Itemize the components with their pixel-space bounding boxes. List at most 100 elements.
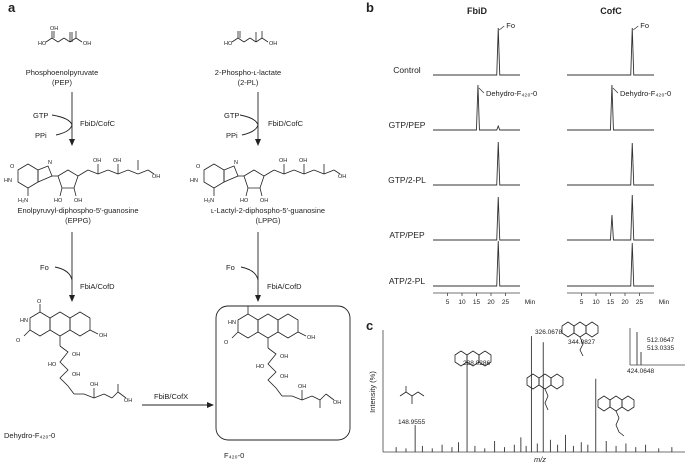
eppg-oh-end: OH	[152, 174, 160, 180]
fo-right: Fo	[226, 263, 235, 272]
dehydro-o-top: O	[37, 299, 42, 305]
eppg-ho: HO	[54, 198, 63, 204]
panel-b-letter: b	[366, 0, 374, 15]
f420-oh-1: OH	[280, 354, 288, 360]
f420-hn: HN	[228, 320, 236, 326]
f420-oh-ring: OH	[307, 335, 315, 341]
trace-cofc-1	[567, 84, 654, 131]
panel-c-letter: c	[366, 318, 373, 333]
fragment-344-structure	[561, 321, 599, 357]
eppg-abbr: (EPPG)	[65, 216, 91, 225]
pep-abbr: (PEP)	[52, 78, 73, 87]
time-tick-label-0-4: 25	[502, 299, 510, 306]
curved-arrow-gtp-left	[51, 114, 73, 136]
curved-arrow-fo-left	[54, 266, 73, 281]
time-tick-label-1-0: 5	[580, 299, 584, 306]
row-label-4: ATP/2-PL	[389, 276, 425, 286]
fo-left: Fo	[40, 263, 49, 272]
f420-p-oh: OH	[298, 384, 306, 390]
ms-label-148: 148.9555	[398, 419, 425, 426]
ms-label-344: 344.0827	[568, 339, 595, 346]
enzyme3: FbiB/CofX	[154, 392, 188, 401]
dehydro-oh-ring: OH	[99, 333, 107, 339]
time-tick-label-1-1: 10	[592, 299, 600, 306]
time-tick-label-1-4: 25	[636, 299, 644, 306]
pl-oh: OH	[269, 41, 277, 47]
panel-c: c Intensity (%) m/z 148.9555 228.0286 32…	[366, 318, 685, 464]
fo-leader-1	[633, 25, 639, 31]
eppg-o: O	[10, 164, 15, 170]
dehydro-o-left: O	[16, 338, 21, 344]
ppi-right: PPi	[226, 131, 238, 140]
arrowhead-lppg	[255, 295, 261, 302]
ppi-left: PPi	[35, 131, 47, 140]
lppg-o: O	[196, 164, 201, 170]
eppg-name: Enolpyruvyl-diphospho-5′-guanosine	[17, 206, 138, 215]
f420-structure	[231, 306, 335, 408]
trace-cofc-0	[567, 27, 654, 76]
trace-fbid-4	[433, 240, 520, 287]
lppg-ho: HO	[240, 198, 249, 204]
fragment-326-structure	[526, 373, 564, 411]
arrowhead-pl	[255, 139, 261, 146]
dehydro-peak-label-0: Dehydro-F₄₂₀-0	[486, 89, 537, 98]
row-label-0: Control	[393, 65, 421, 75]
dehydro-ho: HO	[48, 362, 57, 368]
trace-cofc-2	[567, 142, 654, 186]
time-tick-label-1-3: 20	[621, 299, 629, 306]
trace-fbid-2	[433, 141, 520, 186]
enzyme2-left: FbiA/CofD	[80, 282, 115, 291]
ms-label-512: 512.0647	[647, 337, 674, 344]
f420-ho: HO	[256, 364, 265, 370]
arrowhead-step3	[207, 402, 214, 408]
time-tick-label-0-2: 15	[473, 299, 481, 306]
eppg-oh: OH	[74, 198, 82, 204]
panel-a-letter: a	[8, 0, 16, 15]
time-unit-1: Min	[659, 299, 670, 306]
f420-oh-2: OH	[280, 374, 288, 380]
arrowhead-eppg	[69, 295, 75, 302]
gtp-left: GTP	[33, 111, 48, 120]
row-label-2: GTP/2-PL	[388, 175, 426, 185]
gtp-right: GTP	[224, 111, 239, 120]
f420-name: F₄₂₀-0	[224, 451, 244, 460]
pep-structure	[45, 31, 83, 43]
fo-peak-label-1: Fo	[640, 21, 649, 30]
column-fbid: FbiD	[467, 6, 487, 16]
lppg-hn: HN	[190, 178, 198, 184]
trace-fbid-1	[433, 84, 520, 131]
pep-oh: OH	[50, 26, 58, 32]
dehydro-oh-end: OH	[124, 398, 132, 404]
time-unit-0: Min	[525, 299, 536, 306]
dehydro-p-oh: OH	[90, 382, 98, 388]
trace-fbid-0	[433, 27, 520, 76]
row-label-3: ATP/PEP	[389, 230, 425, 240]
curved-arrow-gtp-right	[239, 114, 259, 136]
dehydro-hn: HN	[20, 318, 28, 324]
panel-b: b FbiD CofC ControlGTP/PEPGTP/2-PLATP/PE…	[366, 0, 671, 306]
f420-box	[215, 305, 351, 441]
dehydro-oh-1: OH	[72, 352, 80, 358]
time-tick-label-1-2: 15	[607, 299, 615, 306]
ms-label-424: 424.0648	[627, 368, 654, 375]
eppg-oh-p1: OH	[93, 158, 101, 164]
lppg-oh-p2: OH	[299, 158, 307, 164]
trace-cofc-4	[567, 242, 654, 287]
f420-o-left: O	[224, 340, 229, 346]
eppg-structure	[17, 160, 155, 197]
lppg-h2n: H₂N	[204, 198, 214, 204]
pl-ho: HO	[224, 41, 233, 47]
lppg-oh: OH	[260, 198, 268, 204]
ms-label-326: 326.0678	[535, 329, 562, 336]
ms-peaks	[395, 332, 673, 452]
lppg-name: ʟ-Lactyl-2-diphospho-5′-guanosine	[211, 206, 325, 215]
f420-oh-end: OH	[333, 400, 341, 406]
eppg-oh-p2: OH	[113, 158, 121, 164]
fragment-148-structure	[399, 386, 425, 404]
fragment-424-structure	[597, 395, 635, 437]
time-tick-label-0-0: 5	[446, 299, 450, 306]
dehydro-name: Dehydro-F₄₂₀-0	[4, 431, 55, 440]
lppg-abbr: (LPPG)	[255, 216, 281, 225]
